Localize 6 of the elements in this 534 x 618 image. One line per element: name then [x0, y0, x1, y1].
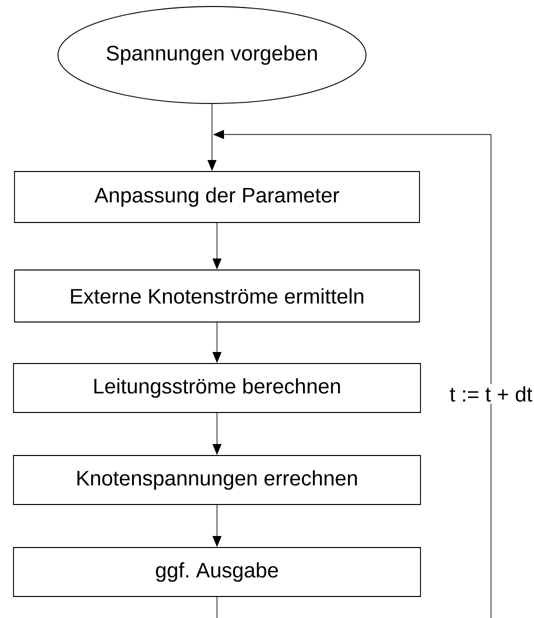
process-box: Knotenspannungen errechnen	[13, 455, 421, 505]
process-box: Anpassung der Parameter	[14, 171, 420, 223]
process-box: Externe Knotenströme ermitteln	[14, 270, 420, 322]
process-box: ggf. Ausgabe	[13, 547, 421, 597]
edge-label: t := t + dt	[448, 384, 534, 404]
process-box: Leitungsströme berechnen	[13, 363, 421, 413]
